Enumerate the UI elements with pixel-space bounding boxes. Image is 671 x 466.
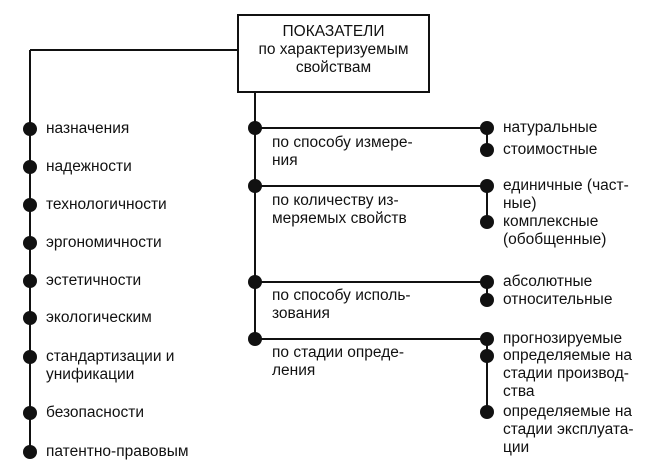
value-label-production: определяемые на стадии производ- ства — [503, 347, 633, 400]
value-label-relative: относительные — [503, 291, 613, 308]
value-label-operation: определяемые на стадии эксплуата- ции — [503, 403, 634, 456]
right-dot — [480, 143, 494, 157]
middle-dot — [248, 332, 262, 346]
left-dot — [23, 406, 37, 420]
left-dot — [23, 198, 37, 212]
property-label-purpose: назначения — [46, 120, 130, 137]
value-label-absolute: абсолютные — [503, 273, 593, 290]
value-label-natural: натуральные — [503, 119, 598, 136]
middle-dot — [248, 275, 262, 289]
left-dot — [23, 350, 37, 364]
dots — [23, 121, 494, 459]
right-dot — [480, 179, 494, 193]
property-label-safety: безопасности — [46, 404, 144, 421]
right-dot — [480, 215, 494, 229]
value-label-cost: стоимостные — [503, 141, 598, 158]
property-label-manufacturability: технологичности — [46, 196, 167, 213]
middle-dot — [248, 179, 262, 193]
property-label-ergonomics: эргономичности — [46, 234, 162, 251]
left-dot — [23, 122, 37, 136]
right-dot — [480, 349, 494, 363]
property-label-standardization: стандартизации и унификации — [46, 348, 175, 383]
left-dot — [23, 311, 37, 325]
property-label-aesthetics: эстетичности — [46, 272, 142, 289]
right-dot — [480, 332, 494, 346]
right-dot — [480, 293, 494, 307]
middle-dot — [248, 121, 262, 135]
root-node: ПОКАЗАТЕЛИ по характеризуемым свойствам — [237, 14, 430, 93]
value-label-predicted: прогнозируемые — [503, 330, 623, 347]
right-dot — [480, 275, 494, 289]
criterion-label-stage: по стадии опреде- ления — [272, 344, 405, 379]
criterion-label-measurement: по способу измере- ния — [272, 134, 413, 169]
root-title: ПОКАЗАТЕЛИ — [282, 23, 385, 40]
property-label-reliability: надежности — [46, 158, 132, 175]
property-label-patent: патентно-правовым — [46, 443, 189, 460]
value-label-single: единичные (част- ные) — [503, 177, 629, 212]
left-dot — [23, 160, 37, 174]
right-dot — [480, 121, 494, 135]
criterion-label-usage: по способу исполь- зования — [272, 287, 411, 322]
value-label-complex: комплексные (обобщенные) — [503, 213, 607, 248]
right-dot — [480, 405, 494, 419]
left-dot — [23, 274, 37, 288]
criterion-label-quantity: по количеству из- меряемых свойств — [272, 192, 407, 227]
root-subtitle-2: свойствам — [295, 59, 372, 76]
root-subtitle-1: по характеризуемым — [258, 41, 409, 58]
left-dot — [23, 445, 37, 459]
left-dot — [23, 236, 37, 250]
property-label-ecology: экологическим — [46, 309, 152, 326]
